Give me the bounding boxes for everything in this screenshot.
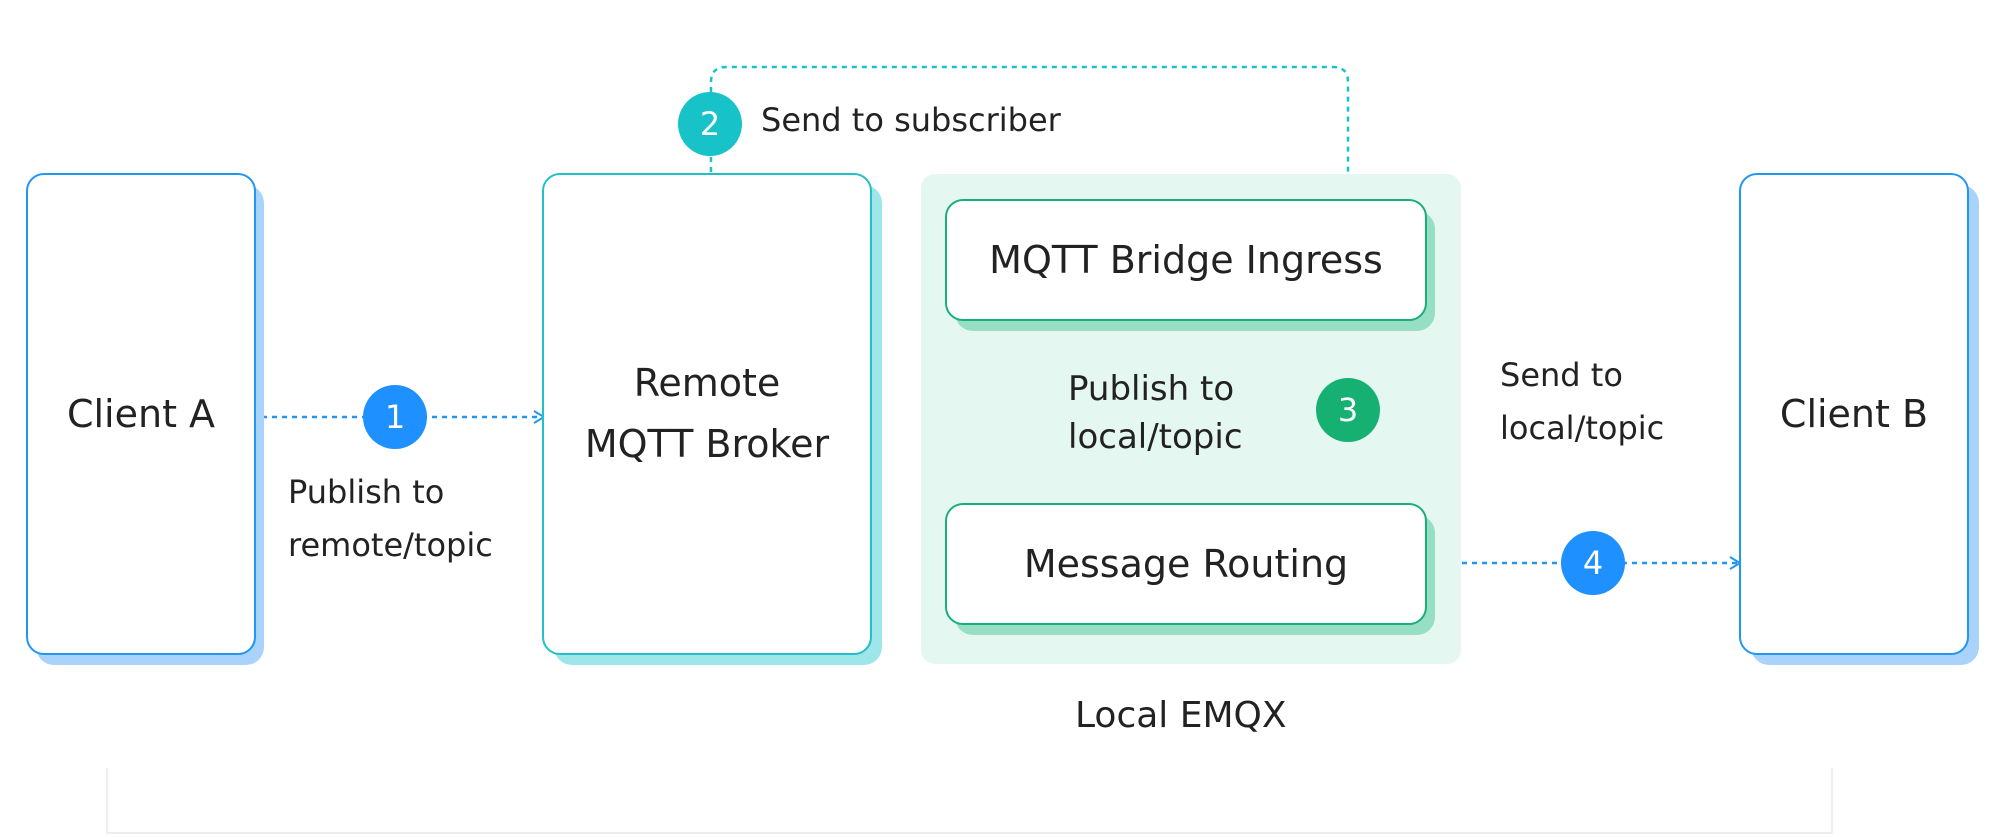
step-3-label-line1: Publish to (1068, 369, 1235, 409)
bridge-ingress-label: MQTT Bridge Ingress (989, 238, 1383, 282)
step-4-label-line1: Send to (1500, 356, 1623, 394)
step-4-badge: 4 (1561, 531, 1625, 595)
remote-broker-box: Remote MQTT Broker (542, 173, 872, 655)
remote-broker-label-line2: MQTT Broker (584, 422, 830, 466)
step-4-label-line2: local/topic (1500, 408, 1665, 447)
bottom-frame (106, 768, 1833, 834)
local-emqx-label: Local EMQX (1075, 695, 1287, 736)
client-a-box: Client A (26, 173, 256, 655)
step-4-label: Send to local/topic (1500, 353, 1664, 451)
bridge-ingress-box: MQTT Bridge Ingress (945, 199, 1427, 321)
step-3-label-line2: local/topic (1068, 416, 1243, 457)
remote-broker-label-line1: Remote (633, 361, 781, 406)
step-3-label: Publish to local/topic (1068, 366, 1243, 461)
step-2-label-line1: Send to subscriber (761, 101, 1061, 139)
client-b-label: Client B (1779, 392, 1929, 436)
step-2-badge: 2 (678, 92, 742, 156)
client-a-label: Client A (66, 392, 216, 436)
step-3-badge: 3 (1316, 378, 1380, 442)
step-1-label-line1: Publish to (288, 473, 445, 511)
step-1-label: Publish to remote/topic (288, 470, 493, 568)
step-1-label-line2: remote/topic (288, 525, 493, 564)
step-2-label: Send to subscriber (761, 98, 1061, 143)
message-routing-label: Message Routing (1023, 542, 1349, 586)
message-routing-box: Message Routing (945, 503, 1427, 625)
client-b-box: Client B (1739, 173, 1969, 655)
step-1-badge: 1 (363, 385, 427, 449)
